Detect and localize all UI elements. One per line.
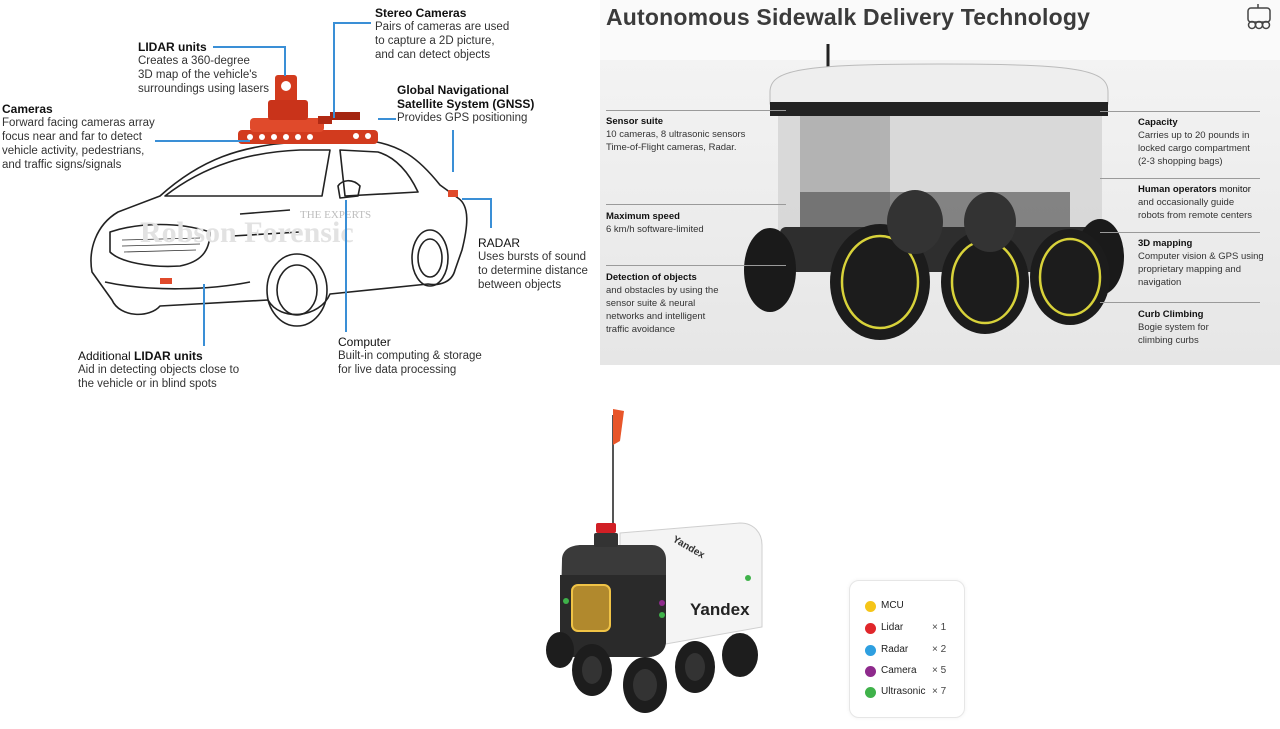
- legend-item-radar-count: × 2: [932, 644, 947, 655]
- lidar-dot-icon: [865, 623, 876, 634]
- legend-item-ultrasonic-count: × 7: [932, 686, 947, 697]
- label-radar-text: Uses bursts of sound to determine distan…: [478, 251, 588, 291]
- watermark-top: THE EXPERTS: [300, 209, 371, 221]
- car-illustration: THE EXPERTS Robson Forensic: [90, 75, 468, 327]
- legend-item-lidar-count: × 1: [932, 622, 947, 633]
- label-cameras: Cameras Forward facing cameras array foc…: [2, 102, 177, 172]
- label-radar-title: RADAR: [478, 236, 521, 250]
- legend-item-lidar-name: Lidar: [881, 622, 904, 633]
- sensor-legend: MCU Lidar × 1 Radar × 2 Camera × 5 Ultra…: [849, 580, 965, 718]
- label-stereo: Stereo Cameras Pairs of cameras are used…: [375, 6, 545, 62]
- legend-item-ultrasonic-name: Ultrasonic: [881, 686, 926, 697]
- spec-line-speed: [606, 204, 786, 205]
- spec-line-mapping: [1100, 232, 1260, 233]
- car-diagram: THE EXPERTS Robson Forensic LIDAR units …: [0, 0, 600, 400]
- spec-sensor-suite-head: Sensor suite: [606, 116, 664, 127]
- callout-gnss-v: [452, 130, 454, 172]
- panel-title: Autonomous Sidewalk Delivery Technology: [606, 4, 1091, 30]
- spec-curb-climbing-head: Curb Climbing: [1138, 309, 1204, 320]
- ultrasonic-dot-icon: [865, 687, 876, 698]
- label-additional-lidar-prefix: Additional: [78, 349, 135, 363]
- spec-max-speed-text: 6 km/h software-limited: [606, 224, 704, 235]
- label-additional-lidar: Additional LIDAR units Aid in detecting …: [78, 349, 258, 391]
- spec-detection-text: and obstacles by using the sensor suite …: [606, 285, 719, 335]
- label-cameras-title: Cameras: [2, 102, 53, 116]
- spec-max-speed: Maximum speed 6 km/h software-limited: [606, 211, 786, 236]
- spec-max-speed-head: Maximum speed: [606, 211, 680, 222]
- spec-capacity-text: Carries up to 20 pounds in locked cargo …: [1138, 130, 1250, 167]
- spec-curb-climbing: Curb Climbing Bogie system for climbing …: [1138, 309, 1280, 347]
- spec-3d-mapping: 3D mapping Computer vision & GPS using p…: [1138, 238, 1280, 289]
- spec-detection: Detection of objects and obstacles by us…: [606, 272, 786, 336]
- label-stereo-title: Stereo Cameras: [375, 6, 467, 20]
- yandex-brand-side: Yandex: [690, 600, 750, 619]
- spec-capacity: Capacity Carries up to 20 pounds in lock…: [1138, 117, 1280, 168]
- sidewalk-robot-illustration: [744, 44, 1124, 340]
- mcu-dot-icon: [865, 601, 876, 612]
- legend-item-camera-count: × 5: [932, 665, 947, 676]
- legend-item-mcu-name: MCU: [881, 600, 904, 611]
- spec-3d-mapping-head: 3D mapping: [1138, 238, 1193, 249]
- label-computer-text: Built-in computing & storage for live da…: [338, 350, 482, 376]
- label-cameras-text: Forward facing cameras array focus near …: [2, 117, 155, 171]
- label-lidar-title: LIDAR units: [138, 40, 207, 54]
- watermark-main: Robson Forensic: [140, 216, 354, 249]
- label-gnss-text: Provides GPS positioning: [397, 112, 528, 124]
- robot-icon: [1247, 4, 1271, 30]
- yandex-robot-illustration: Yandex Yandex: [546, 409, 763, 713]
- spec-capacity-head: Capacity: [1138, 117, 1178, 128]
- label-gnss: Global Navigational Satellite System (GN…: [397, 83, 567, 125]
- spec-sensor-suite: Sensor suite 10 cameras, 8 ultrasonic se…: [606, 116, 786, 154]
- spec-line-operators: [1100, 178, 1260, 179]
- label-radar: RADAR Uses bursts of sound to determine …: [478, 236, 598, 292]
- label-additional-lidar-text: Aid in detecting objects close to the ve…: [78, 364, 240, 390]
- spec-detection-head: Detection of objects: [606, 272, 697, 283]
- legend-item-camera-name: Camera: [881, 665, 917, 676]
- label-computer: Computer Built-in computing & storage fo…: [338, 335, 508, 377]
- label-lidar-text: Creates a 360-degree 3D map of the vehic…: [138, 55, 270, 95]
- label-gnss-title: Global Navigational Satellite System (GN…: [397, 83, 535, 111]
- legend-item-radar-name: Radar: [881, 644, 909, 655]
- callout-radar: [462, 198, 490, 200]
- sidewalk-robot-panel: Autonomous Sidewalk Delivery Technology: [600, 0, 1280, 365]
- label-additional-lidar-title: LIDAR units: [134, 349, 203, 363]
- callout-cameras: [155, 140, 250, 142]
- spec-line-capacity: [1100, 111, 1260, 112]
- callout-lidar: [213, 46, 285, 48]
- callout-stereo-v: [333, 22, 335, 118]
- camera-dot-icon: [865, 666, 876, 677]
- label-lidar: LIDAR units Creates a 360-degree 3D map …: [138, 40, 288, 96]
- callout-lidar-v: [284, 46, 286, 76]
- spec-sensor-suite-text: 10 cameras, 8 ultrasonic sensors Time-of…: [606, 129, 746, 153]
- callout-additional-lidar: [203, 284, 205, 346]
- label-computer-title: Computer: [338, 335, 391, 349]
- callout-stereo: [333, 22, 371, 24]
- callout-radar-v: [490, 198, 492, 228]
- spec-human-operators: Human operators monitor and occasionally…: [1138, 184, 1280, 222]
- spec-line-detection: [606, 265, 786, 266]
- spec-human-operators-text: and occasionally guide robots from remot…: [1138, 197, 1253, 221]
- spec-3d-mapping-text: Computer vision & GPS using proprietary …: [1138, 251, 1264, 288]
- spec-curb-climbing-text: Bogie system for climbing curbs: [1138, 322, 1209, 346]
- spec-line-sensor: [606, 110, 786, 111]
- callout-gnss: [378, 118, 396, 120]
- label-stereo-text: Pairs of cameras are used to capture a 2…: [375, 21, 510, 61]
- spec-human-operators-head: Human operators: [1138, 184, 1217, 195]
- spec-line-curb: [1100, 302, 1260, 303]
- callout-computer: [345, 200, 347, 332]
- radar-dot-icon: [865, 645, 876, 656]
- spec-human-operators-head-rest: monitor: [1216, 184, 1251, 195]
